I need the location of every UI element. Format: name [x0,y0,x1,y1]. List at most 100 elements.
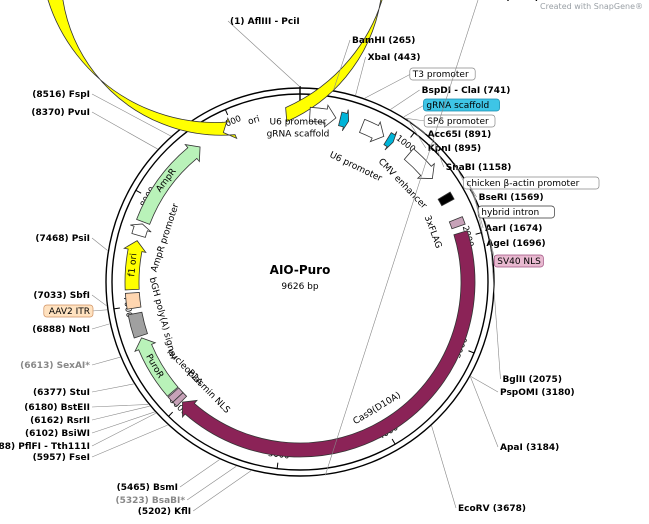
feature-label: f1 ori [127,253,139,277]
feature-callout-box [409,67,476,81]
feature-cas9-d10a- [182,230,476,458]
tick-7000 [113,307,120,310]
site-leader [454,162,465,184]
site-leader [405,117,426,122]
feature-callout-text: SV40 NLS [497,257,541,267]
restriction-site-label: (5465) BsmI [117,483,178,493]
tick-9000 [224,109,229,116]
feature-grna-scaffold [383,131,398,151]
site-leader [91,411,155,434]
feature-label: 3xFLAG [422,214,443,250]
feature-p2a [167,387,184,403]
restriction-site-label: KpnI (895) [428,144,481,154]
restriction-site-label: BglII (2075) [502,375,561,385]
feature-callout-text: SP6 promoter [427,117,489,127]
site-leader [474,194,485,244]
site-leader [91,356,121,366]
restriction-site-label: (8516) FspI [32,90,90,100]
restriction-site-label: (5957) FseI [33,453,90,463]
site-labels: (1) AflIII - PciI BamHI (265) XbaI (443) T3… [0,0,600,517]
restriction-site-label: Acc65I (891) [428,130,492,140]
site-leader [490,240,501,380]
restriction-site-label: AgeI (1696) [486,239,545,249]
site-leader [355,56,366,96]
tick-6000 [168,411,174,417]
site-leader [470,376,499,393]
restriction-site-label: EcoRV (3678) [458,504,526,514]
feature-label: U6 promoter [270,118,327,128]
site-leader [433,139,445,168]
site-leader [407,119,427,149]
restriction-site-label: PmlI (4614) [480,0,539,3]
restriction-site-label: ApaI (3184) [500,443,559,453]
feature-label: U6 promoter [328,150,384,184]
site-leader [91,309,108,312]
restriction-site-label: XbaI (443) [368,53,421,63]
site-leader [91,323,110,330]
site-leader [466,180,477,198]
restriction-site-label: (7033) SbfI [33,291,90,301]
plasmid-name: AIO-Puro [270,263,331,277]
restriction-site-label: (6162) RsrII [30,416,90,426]
site-leader [470,376,499,448]
feature-u6-promoter [358,118,385,143]
restriction-site-label: BspDI - ClaI (741) [422,86,511,96]
restriction-site-label: (7468) PsiI [35,234,90,244]
site-leader [431,425,457,509]
tick-4000 [391,438,396,445]
site-leader [91,237,108,251]
restriction-site-label: PspOMI (3180) [500,388,575,398]
feature-label: gRNA scaffold [267,130,330,140]
feature-callout-box [423,114,496,128]
site-leader [192,470,252,512]
feature-label: ori [247,115,261,128]
restriction-site-label: (6102) BsiWI [25,429,90,439]
feature-ori [47,0,383,140]
feature-callout-box [423,98,500,112]
restriction-site-label: AarI (1674) [485,224,542,234]
feature-ampr-promoter [130,223,152,238]
restriction-site-label: BamHI (265) [352,36,415,46]
restriction-site-label: (6377) StuI [33,388,90,398]
tick-1000 [410,132,415,138]
tick-2000 [475,232,482,235]
restriction-site-label: (1) AflIII - PciI [230,17,300,27]
site-leader [91,424,168,458]
site-leader [186,466,237,501]
site-leader [390,89,420,110]
site-leader [179,459,220,488]
restriction-site-label: SnaBI (1158) [446,163,512,173]
feature-callout-text: chicken β-actin promoter [466,179,579,189]
feature-ampr [136,144,201,225]
tick-3000 [468,350,475,354]
feature-f1-ori [123,240,147,291]
feature-callout-box [493,254,544,268]
feature-puror [134,337,179,397]
site-leader [406,118,426,135]
feature-hybrid-intron [437,191,455,207]
site-leader [403,104,425,118]
site-leader [91,405,150,421]
feature-cmv-enhancer [403,148,435,179]
restriction-site-label: (5202) KflI [138,507,191,517]
restriction-site-label: (6180) BstEII [24,403,90,413]
feature-u6-promoter [309,104,337,128]
plasmid-size: 9626 bp [281,282,318,292]
snapgene-credit: Created with SnapGene® [540,2,643,11]
feature-bgh-poly-a-signal [127,311,148,339]
site-leader [227,20,301,88]
site-leader [91,111,158,150]
feature-callout-text: T3 promoter [412,70,469,80]
site-leader [324,0,479,476]
restriction-site-label: (5323) BsaBI* [115,496,185,506]
restriction-site-label: BseRI (1569) [479,193,544,203]
restriction-site-label: (8370) PvuI [31,108,90,118]
feature-callout-box [43,304,94,318]
site-leader [364,73,411,99]
feature-callout-box [463,176,600,190]
restriction-site-label: (6888) NotI [32,325,90,335]
tick-5000 [276,462,279,469]
site-leader [91,294,107,306]
site-leader [91,404,149,408]
